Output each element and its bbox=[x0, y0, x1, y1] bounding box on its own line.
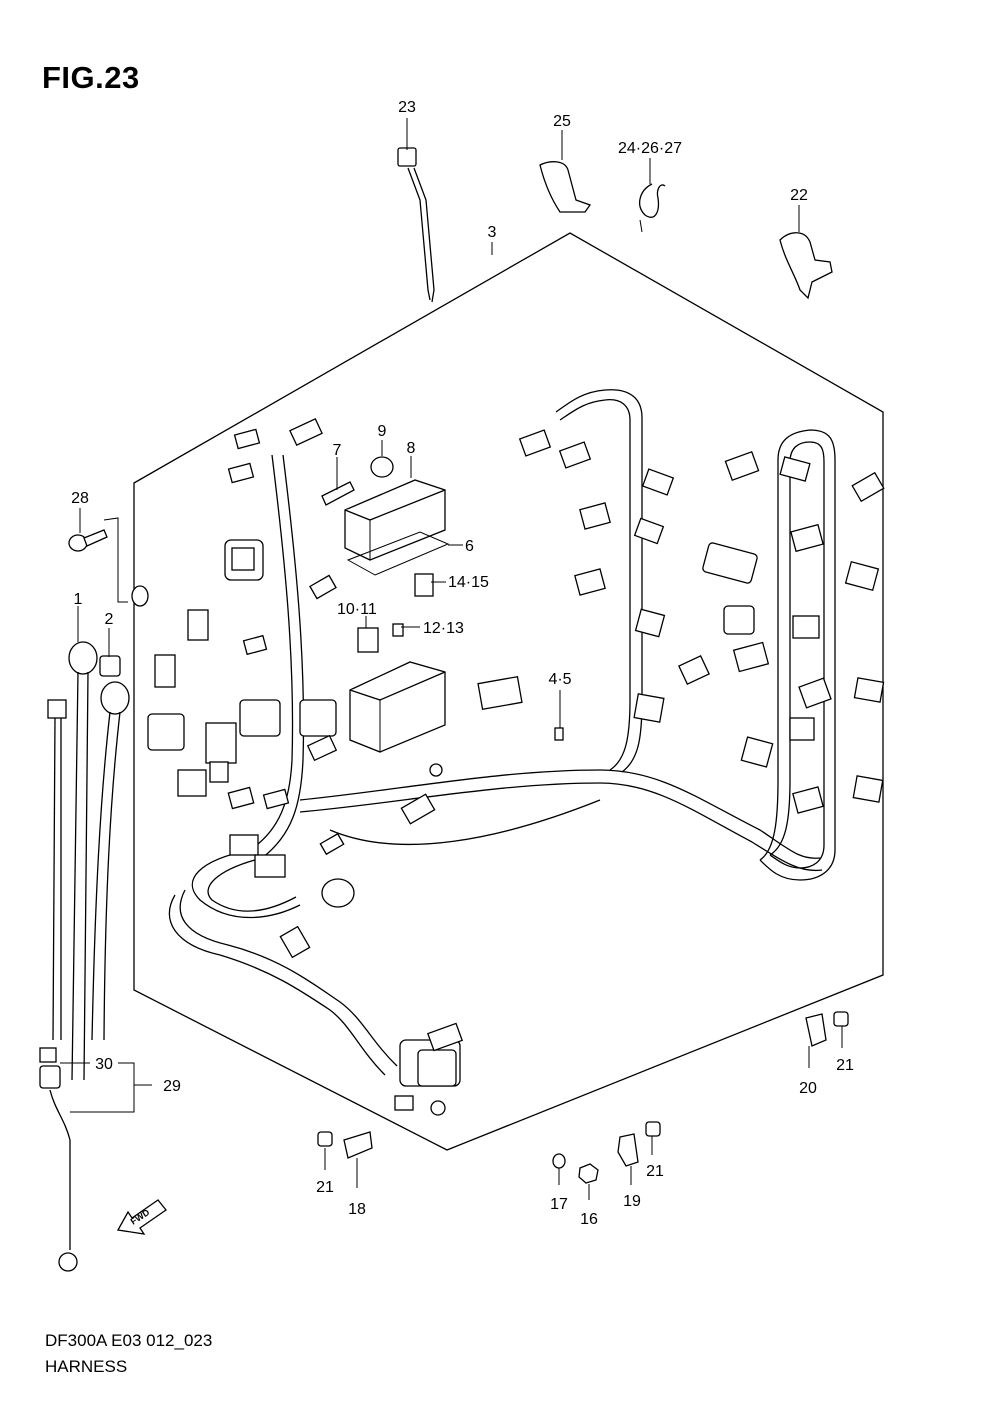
battery-cable-2 bbox=[91, 655, 130, 1041]
relay-10-11 bbox=[357, 627, 379, 653]
clamp-25 bbox=[539, 161, 592, 213]
callout-labels: 23 25 24·26·27 22 3 28 1 2 7 9 8 6 14·15… bbox=[71, 99, 854, 1228]
connectors-left-cluster bbox=[131, 417, 436, 959]
callout-30: 30 bbox=[95, 1056, 113, 1073]
fuse-holder-29 bbox=[39, 1047, 78, 1272]
figure-title: FIG.23 bbox=[42, 60, 140, 95]
callout-25: 25 bbox=[553, 113, 571, 130]
bolt-21-right bbox=[833, 1011, 849, 1027]
callout-20: 20 bbox=[799, 1080, 817, 1097]
model-code: DF300A E03 012_023 bbox=[45, 1331, 213, 1350]
nut-16 bbox=[578, 1163, 599, 1184]
clamp-22 bbox=[779, 232, 833, 300]
callout-17: 17 bbox=[550, 1196, 568, 1213]
callout-22: 22 bbox=[790, 187, 808, 204]
bracket-19 bbox=[617, 1133, 639, 1167]
grommet-9 bbox=[370, 456, 394, 478]
callout-14-15: 14·15 bbox=[448, 574, 489, 591]
figure-name: HARNESS bbox=[45, 1357, 128, 1376]
callout-29: 29 bbox=[163, 1078, 181, 1095]
bolt-21-left bbox=[317, 1131, 333, 1147]
callout-21-mid: 21 bbox=[646, 1163, 664, 1180]
callout-3: 3 bbox=[488, 224, 497, 241]
gasket-6 bbox=[346, 531, 450, 576]
callout-2: 2 bbox=[105, 611, 114, 628]
callout-6: 6 bbox=[465, 538, 474, 555]
fuse-4-5 bbox=[554, 727, 564, 741]
fuse-14-15 bbox=[414, 573, 434, 597]
cable-tie-23 bbox=[397, 147, 435, 303]
callout-18: 18 bbox=[348, 1201, 366, 1218]
callout-21-right: 21 bbox=[836, 1057, 854, 1074]
connectors-right-cluster bbox=[429, 429, 885, 814]
callout-9: 9 bbox=[378, 423, 387, 440]
callout-24-26-27: 24·26·27 bbox=[618, 140, 682, 157]
main-connector bbox=[394, 1022, 464, 1116]
callout-12-13: 12·13 bbox=[423, 620, 464, 637]
fwd-arrow-icon: FWD bbox=[116, 1199, 167, 1235]
callout-10-11: 10·11 bbox=[337, 601, 377, 618]
callout-4-5: 4·5 bbox=[548, 671, 571, 688]
leader-lines bbox=[60, 118, 843, 1200]
bolt-21-mid bbox=[645, 1121, 661, 1137]
callout-8: 8 bbox=[407, 440, 416, 457]
bracket-7 bbox=[321, 481, 355, 506]
fuse-box-8 bbox=[344, 479, 446, 561]
callout-19: 19 bbox=[623, 1193, 641, 1210]
fuse-12-13 bbox=[392, 623, 404, 637]
clip-24-26-27 bbox=[639, 183, 666, 233]
callout-7: 7 bbox=[333, 442, 342, 459]
bolt-28 bbox=[68, 529, 108, 552]
callout-1: 1 bbox=[74, 591, 83, 608]
bracket-18 bbox=[343, 1131, 373, 1159]
washer-17 bbox=[552, 1153, 566, 1169]
relay-box bbox=[349, 661, 446, 753]
assembly-boundary bbox=[133, 232, 884, 1151]
callout-23: 23 bbox=[398, 99, 416, 116]
bracket-20 bbox=[805, 1013, 827, 1047]
callout-28: 28 bbox=[71, 490, 89, 507]
callout-21-left: 21 bbox=[316, 1179, 334, 1196]
callout-16: 16 bbox=[580, 1211, 598, 1228]
battery-cable-1 bbox=[47, 641, 98, 1081]
